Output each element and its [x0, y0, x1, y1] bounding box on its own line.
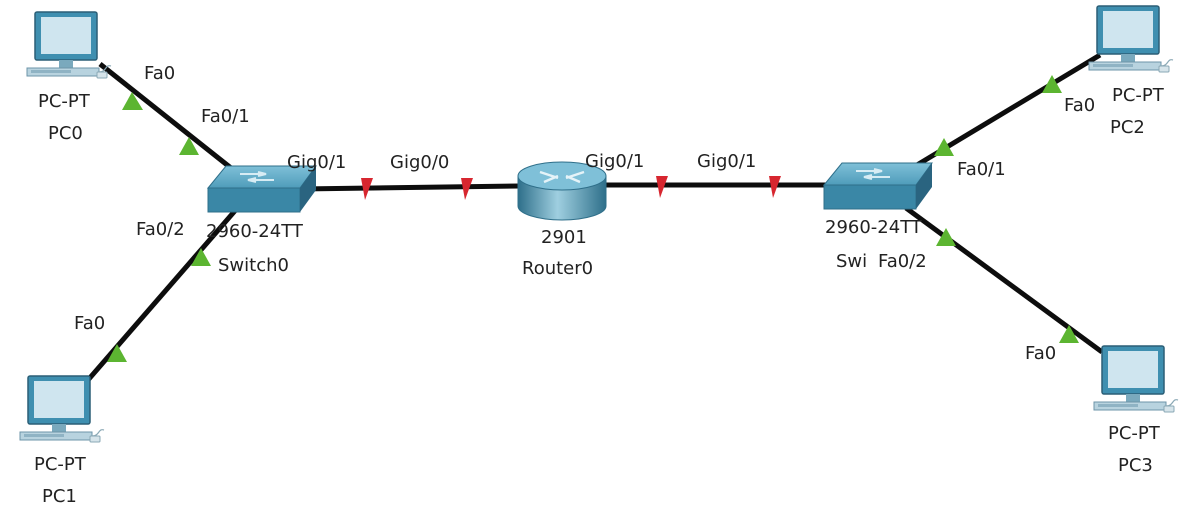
pc3-model-label: PC-PT — [1108, 423, 1160, 444]
link-down-marker — [769, 176, 781, 198]
pc0-icon[interactable] — [26, 11, 112, 79]
link-up-marker — [107, 344, 127, 362]
pc0-model-label: PC-PT — [38, 91, 90, 112]
link-up-marker — [122, 92, 143, 110]
pc1-name-label: PC1 — [42, 486, 77, 507]
link-status-layer — [107, 75, 1079, 362]
interface-label: Fa0/2 — [878, 251, 927, 272]
router0-name-label: Router0 — [522, 258, 594, 279]
link-down-marker — [461, 178, 473, 200]
router0-model-label: 2901 — [541, 227, 587, 248]
link-up-marker — [934, 138, 954, 156]
link-switch0-router0[interactable] — [299, 183, 521, 192]
link-down-marker — [361, 178, 373, 200]
link-up-marker — [191, 248, 211, 266]
interface-label: Gig0/1 — [287, 152, 347, 173]
interface-label: Gig0/0 — [390, 152, 450, 173]
link-up-marker — [936, 228, 956, 246]
interface-label: Fa0 — [1025, 343, 1057, 364]
link-up-marker — [179, 137, 199, 155]
pc2-name-label: PC2 — [1110, 117, 1145, 138]
link-pc3-switch1[interactable] — [904, 205, 1104, 355]
pc2-model-label: PC-PT — [1112, 85, 1164, 106]
pc1-icon[interactable] — [19, 375, 105, 443]
router0-icon[interactable] — [517, 161, 607, 221]
interface-label: Gig0/1 — [697, 151, 757, 172]
link-up-marker — [1042, 75, 1062, 93]
pc0-name-label: PC0 — [48, 123, 83, 144]
interface-label: Fa0 — [74, 313, 106, 334]
interface-label: Fa0/2 — [136, 219, 185, 240]
interface-label: Fa0 — [1064, 95, 1096, 116]
link-pc0-switch0[interactable] — [98, 62, 238, 174]
interface-label: Fa0/1 — [201, 106, 250, 127]
switch0-name-label: Switch0 — [218, 255, 289, 276]
switch1-name-label: Swi — [836, 251, 868, 272]
links-layer — [86, 52, 1104, 382]
switch1-icon[interactable] — [822, 162, 933, 210]
pc3-name-label: PC3 — [1118, 455, 1153, 476]
interface-label: Gig0/1 — [585, 151, 645, 172]
pc2-icon[interactable] — [1088, 5, 1174, 73]
switch1-model-label: 2960-24TT — [825, 217, 922, 238]
pc3-icon[interactable] — [1093, 345, 1179, 413]
link-up-marker — [1059, 325, 1079, 343]
switch0-model-label: 2960-24TT — [206, 221, 303, 242]
interface-label: Fa0 — [144, 63, 176, 84]
interface-label: Fa0/1 — [957, 159, 1006, 180]
link-down-marker — [656, 176, 668, 198]
pc1-model-label: PC-PT — [34, 454, 86, 475]
switch0-icon[interactable] — [206, 165, 317, 213]
